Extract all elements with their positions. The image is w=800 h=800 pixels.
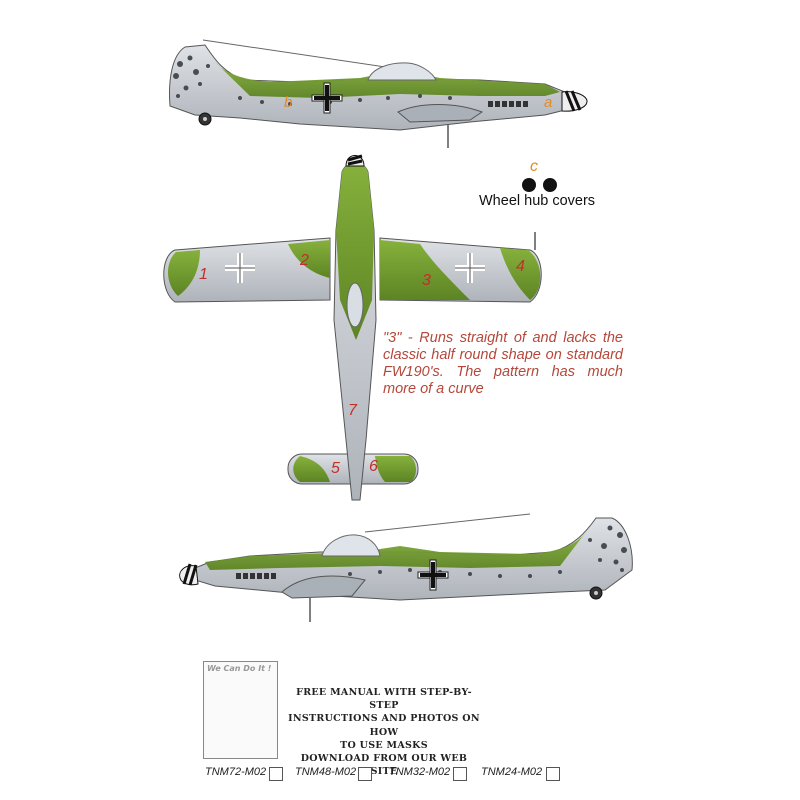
code-32: TNM32-M02 [389, 766, 451, 778]
label-6: 6 [369, 458, 378, 475]
label-a: a [544, 94, 553, 111]
balkenkreuz-bottom-icon [417, 559, 449, 591]
manual-line-3: TO USE MASKS [340, 739, 428, 751]
code-72: TNM72-M02 [205, 766, 267, 778]
label-3: 3 [422, 272, 431, 289]
wing-cross-right-icon [455, 253, 485, 283]
manual-line-4: DOWNLOAD FROM OUR WEB SITE [300, 753, 468, 778]
checkbox-48[interactable] [358, 767, 372, 781]
poster-slogan: We Can Do It ! [207, 664, 272, 673]
balkenkreuz-icon [311, 82, 343, 114]
manual-line-2: INSTRUCTIONS AND PHOTOS ON HOW [288, 713, 480, 738]
label-7: 7 [348, 402, 357, 419]
wheel-hub-caption: Wheel hub covers [479, 193, 596, 209]
label-2: 2 [300, 252, 309, 269]
code-24: TNM24-M02 [481, 766, 543, 778]
checkbox-72[interactable] [269, 767, 283, 781]
label-4: 4 [516, 258, 525, 275]
side-view-top [169, 39, 588, 148]
wing-cross-left-icon [225, 253, 255, 283]
plan-view [163, 154, 542, 501]
product-codes: TNM72-M02 TNM48-M02 TNM32-M02 TNM24-M02 [0, 766, 800, 784]
label-b: b [284, 94, 293, 111]
manual-line-1: FREE MANUAL WITH STEP-BY-STEP [296, 687, 472, 712]
label-1: 1 [199, 266, 208, 283]
label-c: c [530, 158, 538, 175]
side-view-bottom [179, 513, 633, 622]
checkbox-32[interactable] [453, 767, 467, 781]
code-48: TNM48-M02 [295, 766, 357, 778]
wheel-hub-covers [522, 178, 557, 192]
checkbox-24[interactable] [546, 767, 560, 781]
label-5: 5 [331, 460, 340, 477]
manual-notice: FREE MANUAL WITH STEP-BY-STEP INSTRUCTIO… [286, 686, 482, 778]
poster-image: We Can Do It ! [203, 661, 278, 759]
pattern-note: "3" - Runs straight of and lacks the cla… [383, 330, 623, 397]
